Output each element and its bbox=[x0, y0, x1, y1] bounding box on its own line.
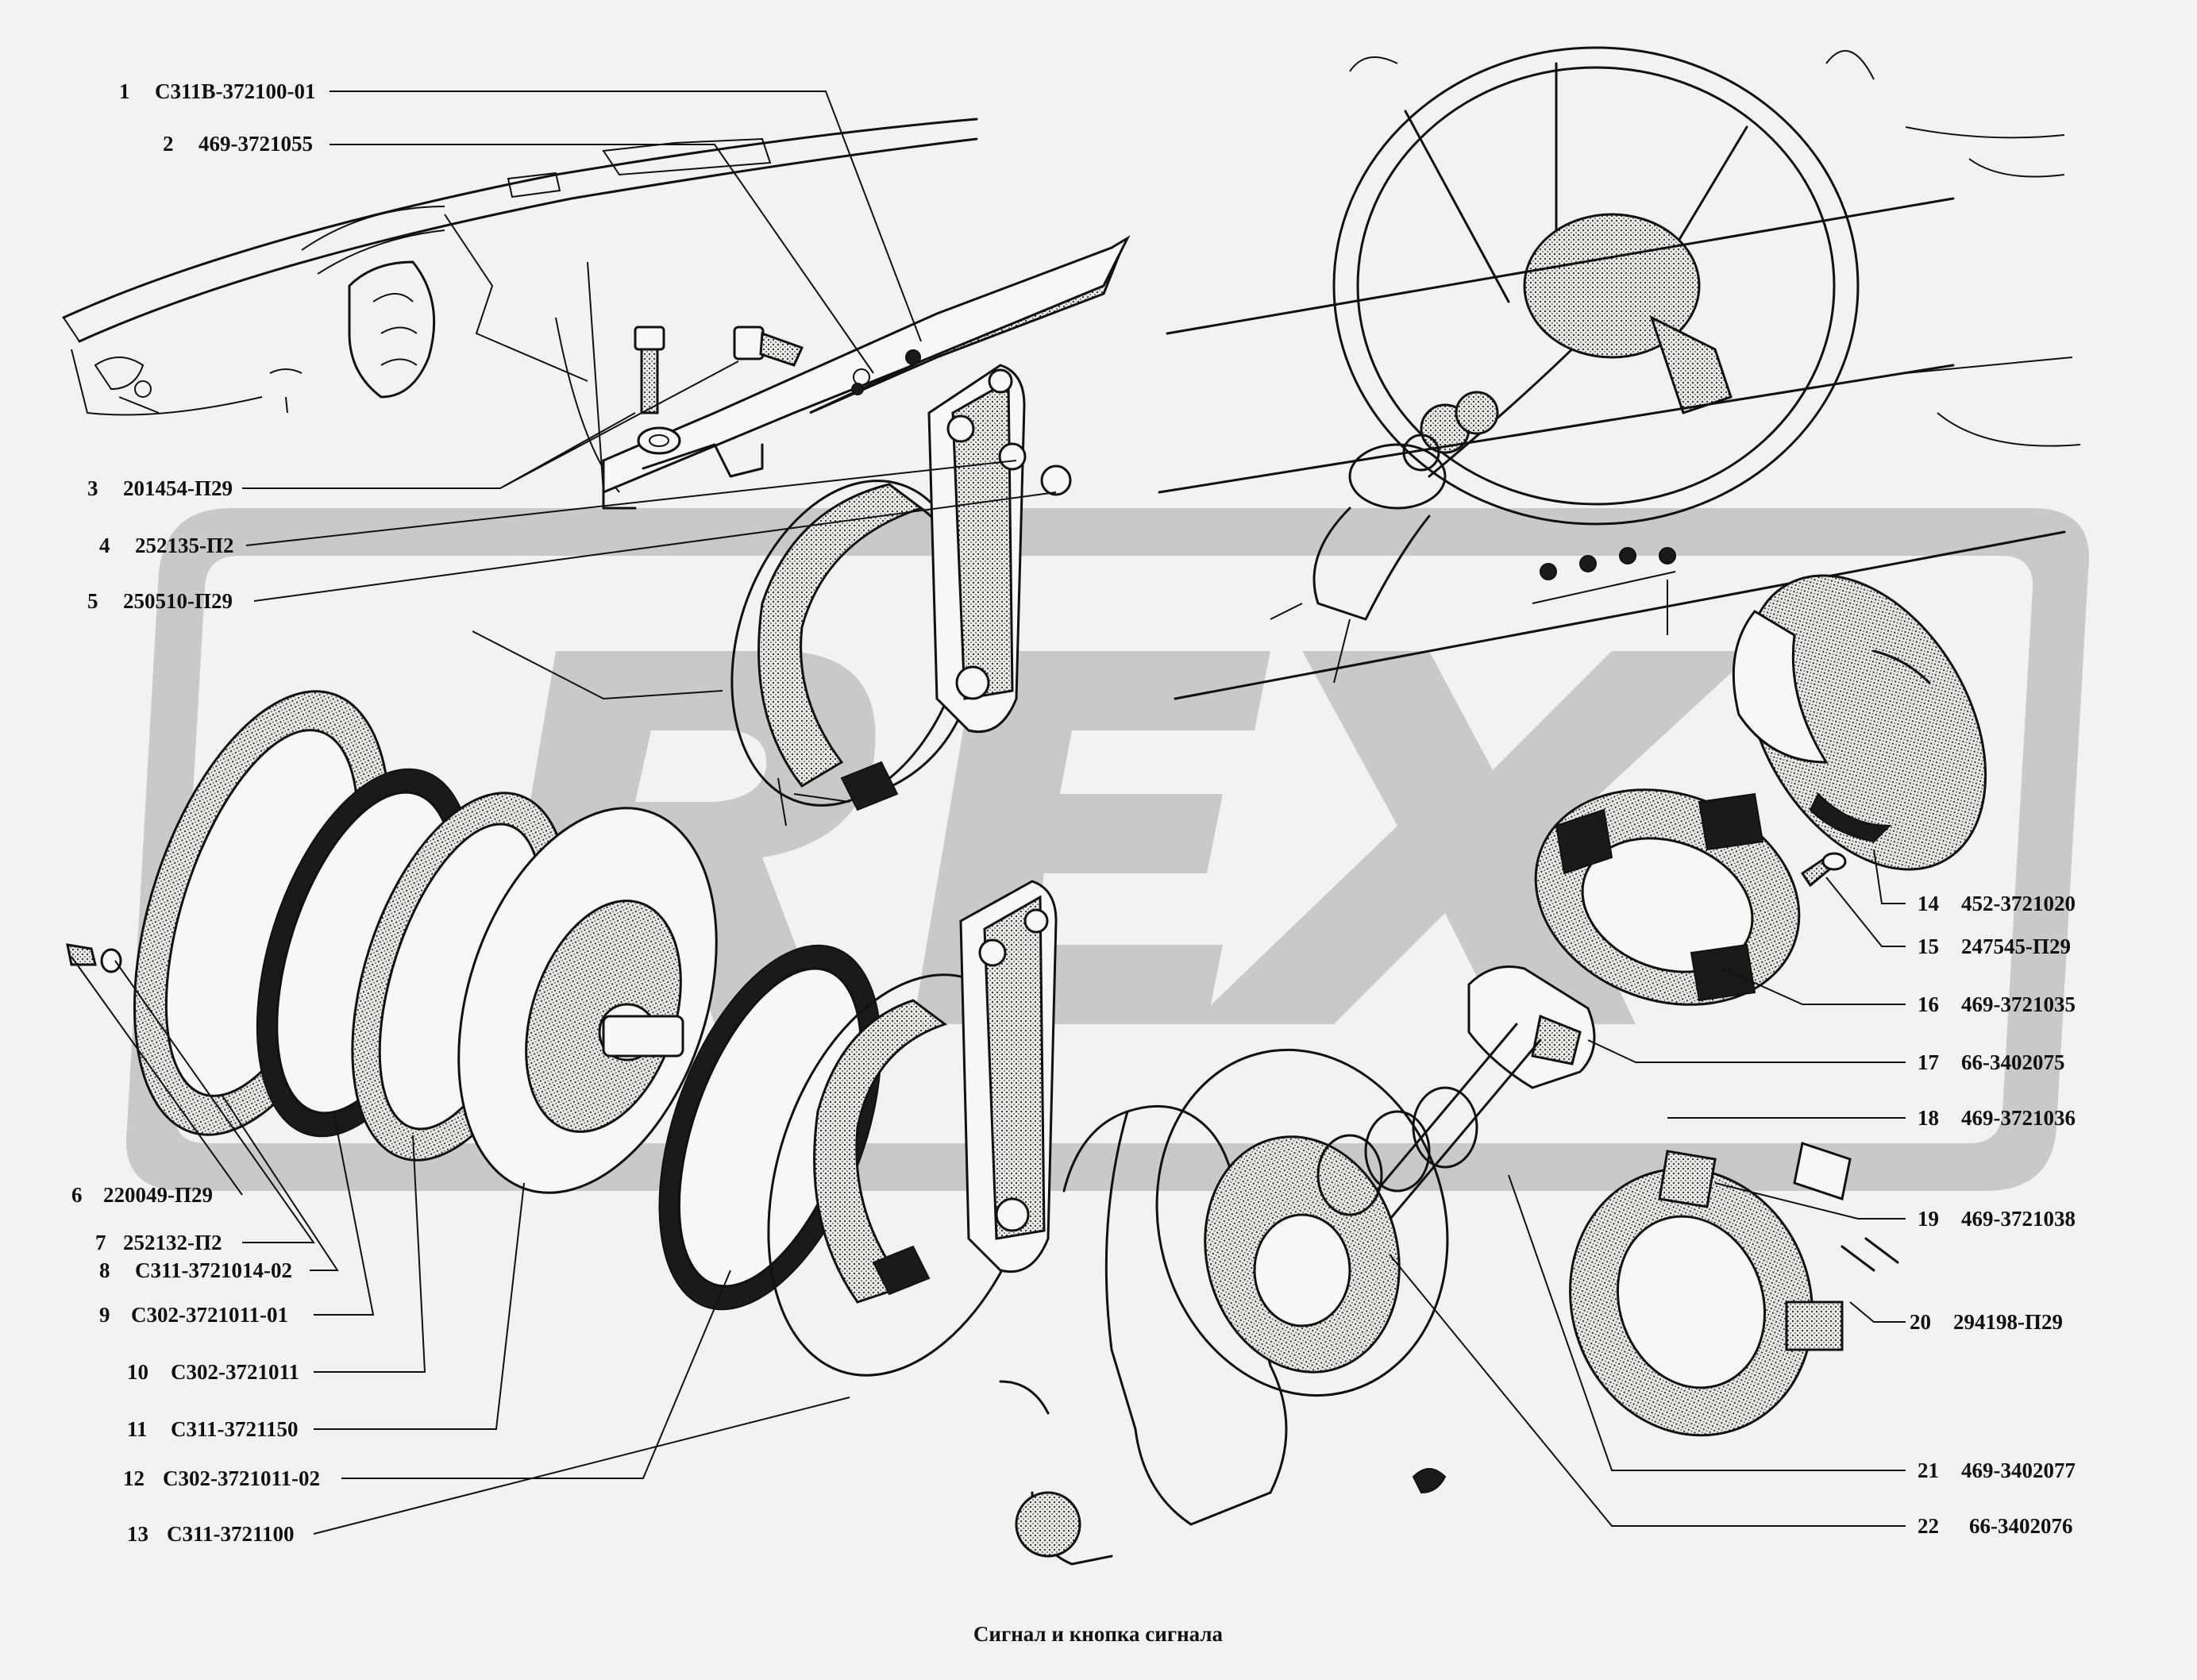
label-8-num: 8 bbox=[99, 1258, 110, 1282]
label-11-part: С311-3721150 bbox=[171, 1417, 299, 1441]
label-1-num: 1 bbox=[119, 79, 130, 103]
leader-lines bbox=[71, 91, 1906, 1535]
label-7-num: 7 bbox=[95, 1231, 106, 1254]
label-5-num: 5 bbox=[87, 589, 98, 613]
steering-wheel-drawing bbox=[1158, 46, 2081, 700]
label-16-part: 469-3721035 bbox=[1961, 992, 2076, 1016]
horn-button-cap-drawing bbox=[1732, 574, 1987, 871]
label-14-part: 452-3721020 bbox=[1961, 892, 2076, 915]
diagram-caption: Сигнал и кнопка сигнала bbox=[973, 1622, 1224, 1646]
label-4-num: 4 bbox=[99, 534, 110, 557]
label-5-part: 250510-П29 bbox=[123, 589, 233, 613]
horn-upper-drawing bbox=[730, 364, 1072, 827]
label-1-part: С311В-372100-01 bbox=[155, 79, 316, 103]
body-panel-drawing bbox=[62, 118, 978, 493]
label-13-num: 13 bbox=[127, 1522, 148, 1546]
label-17-part: 66-3402075 bbox=[1961, 1050, 2065, 1074]
label-20-num: 20 bbox=[1910, 1310, 1931, 1334]
label-22-part: 66-3402076 bbox=[1969, 1514, 2073, 1538]
label-21-part: 469-3402077 bbox=[1961, 1458, 2076, 1482]
label-9-part: С302-3721011-01 bbox=[131, 1303, 288, 1327]
label-11-num: 11 bbox=[127, 1417, 148, 1441]
label-2-num: 2 bbox=[163, 132, 174, 156]
label-12-num: 12 bbox=[123, 1466, 145, 1490]
label-3-part: 201454-П29 bbox=[123, 476, 233, 500]
label-16-num: 16 bbox=[1918, 992, 1939, 1016]
label-2-part: 469-3721055 bbox=[199, 132, 313, 156]
contact-ring-16-drawing bbox=[1534, 788, 1801, 1006]
steering-column-drawing bbox=[999, 1048, 1478, 1566]
part-labels: 1 С311В-372100-01 2 469-3721055 3 201454… bbox=[71, 79, 2076, 1546]
label-8-part: С311-3721014-02 bbox=[135, 1258, 292, 1282]
label-12-part: С302-3721011-02 bbox=[163, 1466, 320, 1490]
label-15-num: 15 bbox=[1918, 934, 1939, 958]
label-6-num: 6 bbox=[71, 1183, 83, 1207]
label-10-num: 10 bbox=[127, 1360, 148, 1384]
label-9-num: 9 bbox=[99, 1303, 110, 1327]
horn-bracket-drawing bbox=[602, 235, 1131, 510]
label-7-part: 252132-П2 bbox=[123, 1231, 222, 1254]
label-22-num: 22 bbox=[1918, 1514, 1939, 1538]
horn-rings-drawing bbox=[66, 690, 718, 1194]
screw-15-drawing bbox=[1800, 852, 1847, 888]
label-15-part: 247545-П29 bbox=[1961, 934, 2071, 958]
contact-plate-17-drawing bbox=[1348, 965, 1596, 1240]
label-21-num: 21 bbox=[1918, 1458, 1939, 1482]
label-17-num: 17 bbox=[1918, 1050, 1939, 1074]
label-6-part: 220049-П29 bbox=[103, 1183, 213, 1207]
label-19-num: 19 bbox=[1918, 1207, 1939, 1231]
contact-ring-21-drawing bbox=[1569, 1142, 1899, 1437]
label-20-part: 294198-П29 bbox=[1953, 1310, 2063, 1334]
label-19-part: 469-3721038 bbox=[1961, 1207, 2076, 1231]
horn-lower-drawing bbox=[658, 880, 1058, 1377]
label-14-num: 14 bbox=[1918, 892, 1939, 915]
label-10-part: С302-3721011 bbox=[171, 1360, 299, 1384]
label-13-part: С311-3721100 bbox=[167, 1522, 295, 1546]
label-4-part: 252135-П2 bbox=[135, 534, 234, 557]
label-18-num: 18 bbox=[1918, 1106, 1939, 1130]
label-3-num: 3 bbox=[87, 476, 98, 500]
label-18-part: 469-3721036 bbox=[1961, 1106, 2076, 1130]
